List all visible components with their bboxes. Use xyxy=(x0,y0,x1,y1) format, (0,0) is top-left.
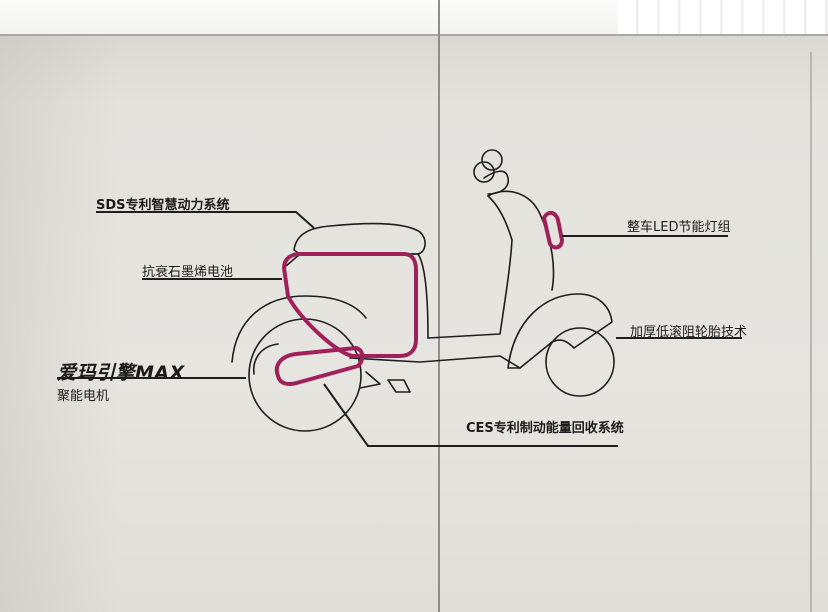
sds-leader xyxy=(96,212,314,228)
label-sds: SDS专利智慧动力系统 xyxy=(96,194,230,213)
swing-arm xyxy=(360,372,380,388)
front-fender xyxy=(508,294,612,368)
label-engine: 爱玛引擎MAX xyxy=(57,358,185,385)
kickstand xyxy=(388,380,410,392)
label-ces: CES专利制动能量回收系统 xyxy=(466,417,624,436)
rear-wheel xyxy=(249,319,361,431)
label-led: 整车LED节能灯组 xyxy=(627,216,730,235)
led-highlight xyxy=(544,213,562,248)
floorboard xyxy=(428,240,512,338)
label-tire: 加厚低滚阻轮胎技术 xyxy=(630,321,747,340)
front-shield xyxy=(488,191,554,290)
label-motor: 聚能电机 xyxy=(57,385,109,404)
label-battery: 抗衰石墨烯电池 xyxy=(142,261,233,280)
ces-leader xyxy=(324,384,618,446)
front-wheel xyxy=(546,328,614,396)
rear-mud xyxy=(254,344,278,374)
leg-shield-curve xyxy=(488,196,512,240)
